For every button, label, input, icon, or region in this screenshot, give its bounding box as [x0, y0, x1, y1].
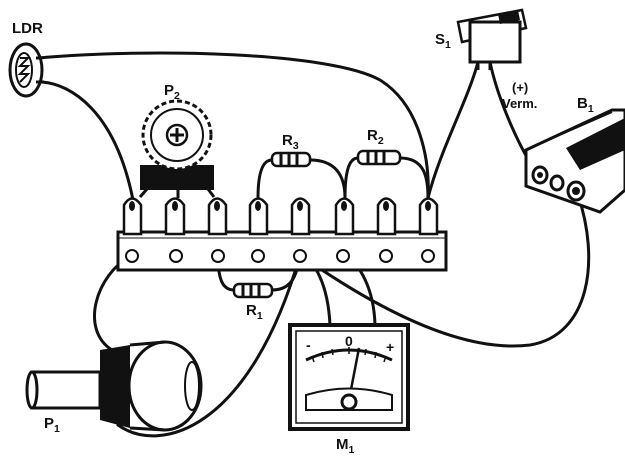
label-s1: S1 — [435, 31, 451, 51]
strip-lug — [290, 197, 311, 236]
strip-lug — [418, 197, 439, 236]
wire-r3-left — [256, 158, 274, 200]
label-r3: R3 — [282, 132, 299, 152]
strip-rivet — [125, 249, 139, 263]
label-r1: R1 — [246, 302, 263, 322]
strip-lug — [376, 197, 397, 236]
wire-switch-to-strip — [426, 60, 480, 200]
wire-battery-to-strip — [298, 193, 591, 348]
strip-lug — [122, 197, 143, 236]
wire-ldr-to-strip — [40, 80, 135, 202]
strip-rivet — [336, 249, 350, 263]
resistor-r1 — [232, 282, 274, 299]
wire-ldr-to-switch — [36, 51, 430, 200]
terminal-strip — [116, 197, 448, 272]
wire-p1-lead-c — [116, 253, 302, 438]
strip-rivet — [421, 249, 435, 263]
meter-scale-plus: + — [386, 339, 394, 355]
label-ldr: LDR — [12, 20, 43, 37]
battery-holder-b1 — [524, 108, 625, 214]
meter-scale-zero: 0 — [345, 333, 353, 349]
label-p2: P2 — [164, 82, 180, 102]
wire-r2-right — [398, 156, 430, 200]
meter-scale-minus: - — [306, 337, 311, 353]
strip-rivet — [379, 249, 393, 263]
p1-potentiometer — [25, 340, 203, 432]
strip-rivet — [169, 249, 183, 263]
meter-m1: - 0 + — [288, 323, 410, 431]
resistor-r2 — [356, 149, 402, 166]
label-verm: Verm. — [502, 96, 538, 111]
switch-s1 — [456, 8, 528, 70]
strip-rivet — [211, 249, 225, 263]
strip-rivet — [293, 249, 307, 263]
label-b1: B1 — [577, 95, 594, 115]
strip-rivet — [251, 249, 265, 263]
wire-r3-right — [308, 158, 347, 200]
label-r2: R2 — [367, 127, 384, 147]
label-p1: P1 — [44, 415, 60, 435]
ldr-component — [8, 42, 44, 98]
p2-trimpot — [138, 99, 216, 198]
strip-lug — [207, 197, 228, 236]
strip-lug — [248, 197, 269, 236]
wire-r2-left — [343, 156, 360, 200]
strip-lug — [334, 197, 355, 236]
strip-lug — [164, 197, 186, 236]
label-polarity: (+) — [512, 80, 529, 95]
resistor-r3 — [270, 151, 312, 168]
label-m1: M1 — [336, 436, 355, 456]
